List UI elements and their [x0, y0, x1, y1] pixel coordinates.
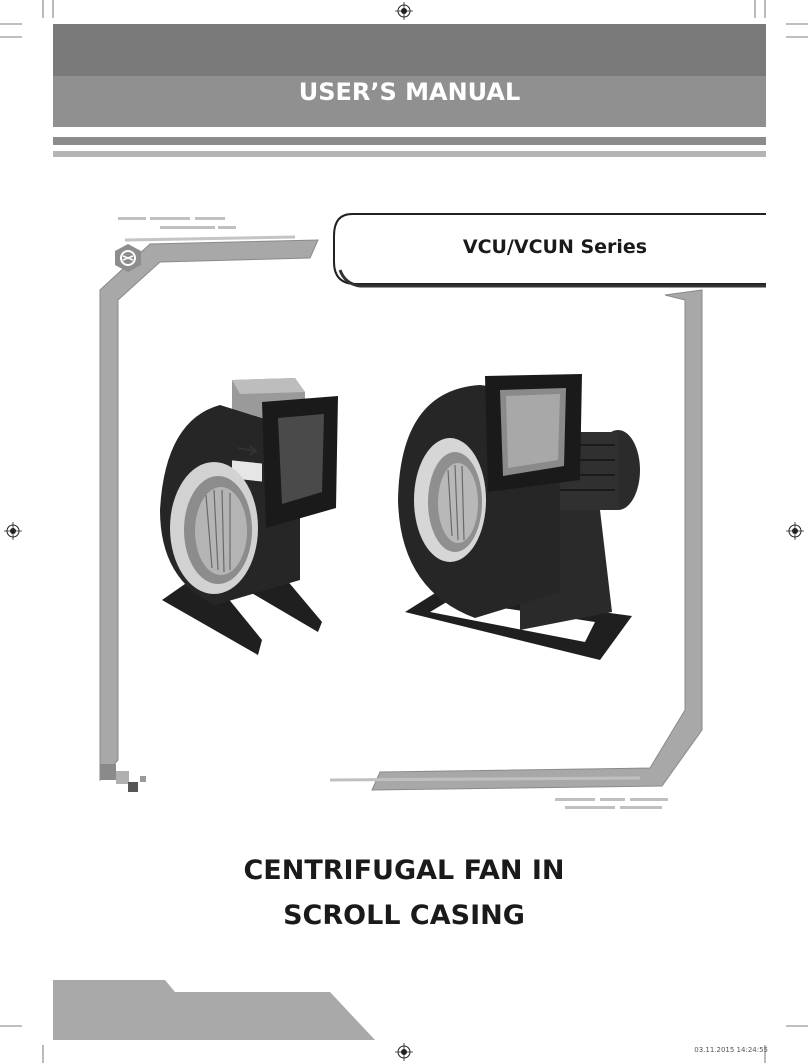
- company-logo-icon: [115, 244, 141, 272]
- vcun-centrifugal-fan-with-motor: [398, 374, 640, 660]
- decor-squares: [100, 764, 146, 792]
- registration-mark-icon: [786, 522, 804, 540]
- frame-left: [99, 239, 319, 782]
- registration-mark-icon: [4, 522, 22, 540]
- product-series-label: VCU/VCUN Series: [462, 236, 648, 258]
- page-header-title: USER’S MANUAL: [298, 78, 521, 106]
- footer-tab: [53, 980, 375, 1040]
- header-band: [53, 24, 766, 127]
- registration-mark-icon: [395, 2, 413, 20]
- header-rule-light: [53, 151, 766, 157]
- cover-title: CENTRIFUGAL FAN IN SCROLL CASING: [100, 848, 708, 938]
- header-rule-dark: [53, 137, 766, 145]
- cover-title-line2: SCROLL CASING: [283, 900, 525, 931]
- vcu-centrifugal-fan: [160, 378, 338, 655]
- frame-dashes-top: [118, 217, 236, 229]
- frame-dashes-bottom: [555, 798, 668, 809]
- series-tab: [333, 213, 766, 285]
- print-timestamp: 03.11.2015 14:24:55: [694, 1046, 768, 1054]
- cover-title-line1: CENTRIFUGAL FAN IN: [243, 855, 565, 886]
- registration-mark-icon: [395, 1043, 413, 1061]
